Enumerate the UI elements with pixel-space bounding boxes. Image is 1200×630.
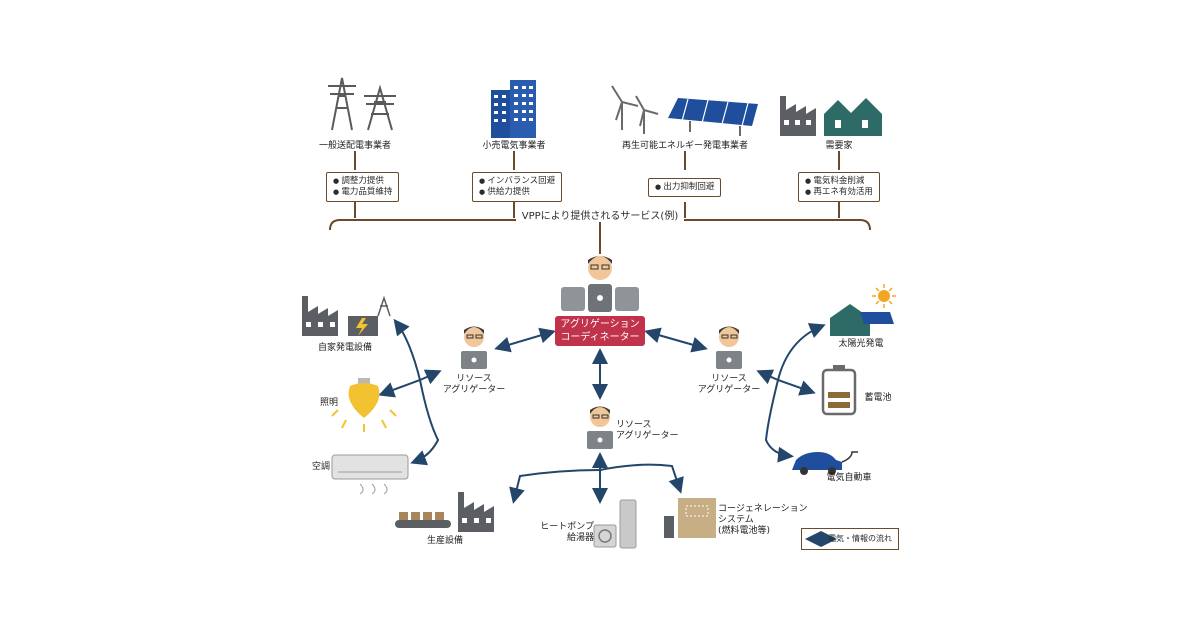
left-aggregator-label: リソース アグリゲーター xyxy=(434,374,514,396)
right-aggregator-label: リソース アグリゲーター xyxy=(689,374,769,396)
service-item: 調整力提供 xyxy=(333,176,392,187)
transmission-tower-icon xyxy=(328,77,396,131)
cogeneration-line-2: システム xyxy=(718,515,754,525)
heat-pump-label: ヒートポンプ 給湯器 xyxy=(538,522,594,544)
party-label-grid-operator: 一般送配電事業者 xyxy=(318,141,391,151)
production-equipment-icon xyxy=(395,492,494,532)
air-conditioner-icon xyxy=(331,454,409,495)
coordinator-person-icon xyxy=(561,256,639,312)
service-item: 電気料金削減 xyxy=(805,176,873,187)
left-aggregator-person-icon xyxy=(461,326,487,369)
production-equipment-label: 生産設備 xyxy=(426,536,463,546)
battery-icon xyxy=(821,365,857,416)
aggregator-line-2: アグリゲーター xyxy=(616,431,679,441)
legend-label: 電気・情報の流れ xyxy=(828,534,892,543)
battery-label: 蓄電池 xyxy=(864,393,892,403)
aggregator-line-1: リソース xyxy=(616,420,652,430)
service-box-retailer: インバランス回避 供給力提供 xyxy=(472,172,563,202)
service-box-renewable-generator: 出力抑制回避 xyxy=(648,178,722,197)
heat-pump-water-heater-icon xyxy=(593,499,637,549)
private-generator-label: 自家発電設備 xyxy=(317,343,372,353)
private-generator-icon xyxy=(302,295,391,336)
right-aggregator-person-icon xyxy=(716,326,742,369)
party-label-retailer: 小売電気事業者 xyxy=(482,141,546,151)
wind-turbine-icon xyxy=(611,85,659,134)
factory-house-icon xyxy=(780,96,882,136)
solar-house-icon xyxy=(830,284,896,336)
solar-panel-icon xyxy=(668,98,758,136)
air-conditioning-label: 空調 xyxy=(311,462,330,472)
service-connector-lines xyxy=(329,151,871,254)
party-label-consumer: 需要家 xyxy=(825,141,853,151)
service-box-grid-operator: 調整力提供 電力品質維持 xyxy=(326,172,400,202)
electric-vehicle-label: 電気自動車 xyxy=(826,473,872,483)
aggregation-coordinator-box: アグリゲーション コーディネーター xyxy=(555,316,645,346)
light-bulb-icon xyxy=(331,378,397,432)
party-label-renewable-generator: 再生可能エネルギー発電事業者 xyxy=(621,141,748,151)
aggregator-line-1: リソース xyxy=(711,374,747,384)
cogeneration-icon xyxy=(664,498,716,538)
legend-box: 電気・情報の流れ xyxy=(801,528,899,550)
service-item: 出力抑制回避 xyxy=(655,182,714,193)
service-box-consumer: 電気料金削減 再エネ有効活用 xyxy=(798,172,880,202)
flow-arrows xyxy=(378,318,826,504)
service-item: 再エネ有効活用 xyxy=(805,187,873,198)
electric-car-icon xyxy=(792,451,858,475)
heat-pump-line-1: ヒートポンプ xyxy=(540,522,594,532)
coordinator-line-1: アグリゲーション xyxy=(560,319,640,330)
aggregator-line-1: リソース xyxy=(456,374,492,384)
vpp-services-text: VPPにより提供されるサービス(例) xyxy=(515,211,685,222)
vpp-services-bar-label: VPPにより提供されるサービス(例) xyxy=(0,207,1200,222)
cogeneration-label: コージェネレーション システム (燃料電池等) xyxy=(718,504,808,537)
aggregator-line-2: アグリゲーター xyxy=(442,385,506,395)
lighting-label: 照明 xyxy=(319,398,338,408)
aggregator-line-2: アグリゲーター xyxy=(697,385,761,395)
coordinator-line-2: コーディネーター xyxy=(560,332,640,343)
building-icon xyxy=(491,80,536,138)
service-item: 電力品質維持 xyxy=(333,187,392,198)
cogeneration-line-3: (燃料電池等) xyxy=(718,526,771,536)
center-aggregator-person-icon xyxy=(587,406,613,449)
solar-power-label: 太陽光発電 xyxy=(838,339,884,349)
center-aggregator-label: リソース アグリゲーター xyxy=(616,420,686,442)
service-item: 供給力提供 xyxy=(479,187,555,198)
service-item: インバランス回避 xyxy=(479,176,555,187)
cogeneration-line-1: コージェネレーション xyxy=(718,504,808,514)
heat-pump-line-2: 給湯器 xyxy=(566,533,594,543)
